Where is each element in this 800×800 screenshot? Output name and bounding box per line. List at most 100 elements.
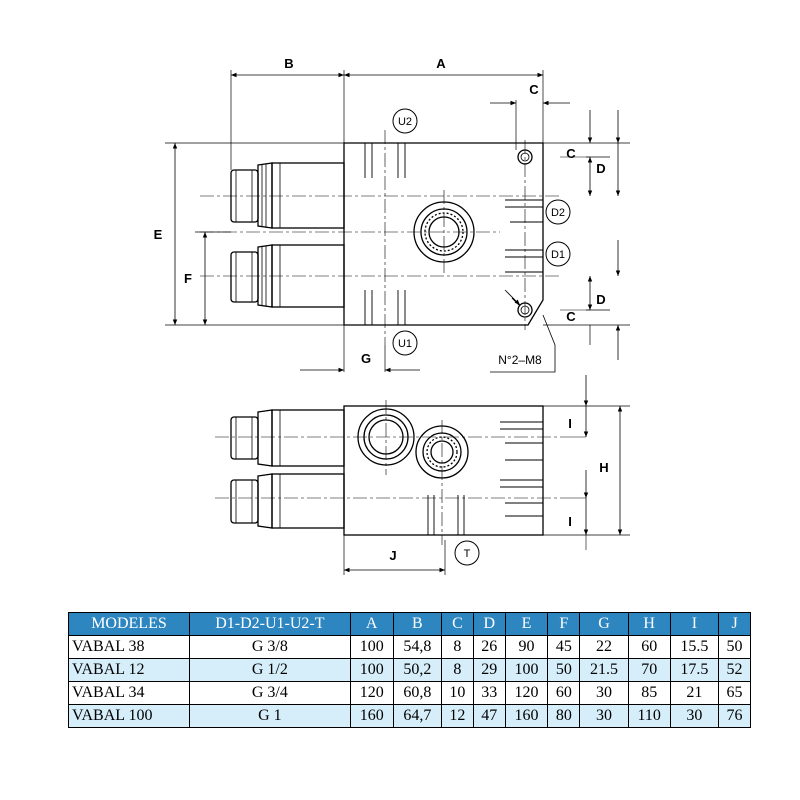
table-cell: 29 <box>472 658 506 682</box>
table-cell: 70 <box>627 658 671 682</box>
table-cell: 60,8 <box>392 681 443 705</box>
dim-label-g: G <box>361 351 371 366</box>
table-row: VABAL 100 G 1 160 64,7 12 47 160 80 30 1… <box>68 704 751 728</box>
port-label-d1: D1 <box>551 249 565 261</box>
table-row: VABAL 12 G 1/2 100 50,2 8 29 100 50 21.5… <box>68 658 751 682</box>
table-cell: VABAL 38 <box>68 635 190 659</box>
table-cell: 45 <box>547 635 581 659</box>
dim-label-i: I <box>568 514 572 529</box>
table-cell: 65 <box>718 681 751 705</box>
dim-label-c: C <box>566 146 576 161</box>
col-header-c: C <box>441 612 474 636</box>
table-cell: 90 <box>504 635 549 659</box>
col-header-modeles: MODELES <box>68 612 190 636</box>
table-cell: 120 <box>504 681 549 705</box>
dim-label-h: H <box>599 460 608 475</box>
table-cell: 54,8 <box>392 635 443 659</box>
table-cell: 17.5 <box>669 658 720 682</box>
extension-lines <box>165 70 630 372</box>
table-cell: 85 <box>627 681 671 705</box>
col-header-i: I <box>669 612 720 636</box>
port-label-u1: U1 <box>398 338 412 350</box>
valve-block-side <box>343 405 544 536</box>
col-header-ports: D1-D2-U1-U2-T <box>188 612 351 636</box>
table-cell: G 1/2 <box>188 658 351 682</box>
side-extension-lines <box>343 405 630 575</box>
table-cell: 22 <box>579 635 629 659</box>
side-centre-lines <box>215 400 560 545</box>
col-header-f: F <box>547 612 581 636</box>
table-cell: 15.5 <box>669 635 720 659</box>
col-header-e: E <box>504 612 549 636</box>
side-bores <box>357 408 469 479</box>
dim-label-d: D <box>596 161 605 176</box>
dim-label-d: D <box>596 292 605 307</box>
table-cell: 12 <box>441 704 474 728</box>
col-header-d: D <box>472 612 506 636</box>
table-cell: 26 <box>472 635 506 659</box>
table-cell: 30 <box>669 704 720 728</box>
table-cell: 160 <box>349 704 394 728</box>
table-cell: 100 <box>349 635 394 659</box>
port-t-icon <box>454 540 480 566</box>
port-label-t: T <box>464 548 471 560</box>
table-cell: 47 <box>472 704 506 728</box>
table-cell: 21 <box>669 681 720 705</box>
table-cell: 52 <box>718 658 751 682</box>
spec-table: MODELES D1-D2-U1-U2-T A B C D E F G H I … <box>68 612 751 728</box>
dim-label-a: A <box>436 56 446 71</box>
table-cell: 100 <box>504 658 549 682</box>
table-cell: 10 <box>441 681 474 705</box>
port-label-u2: U2 <box>398 116 412 128</box>
col-header-h: H <box>627 612 671 636</box>
table-cell: 50 <box>718 635 751 659</box>
col-header-g: G <box>579 612 629 636</box>
side-hidden-bores <box>427 421 543 535</box>
table-cell: 30 <box>579 681 629 705</box>
table-row: VABAL 34 G 3/4 120 60,8 10 33 120 60 30 … <box>68 681 751 705</box>
col-header-a: A <box>349 612 394 636</box>
table-cell: 60 <box>627 635 671 659</box>
table-header-row: MODELES D1-D2-U1-U2-T A B C D E F G H I … <box>68 612 751 636</box>
col-header-j: J <box>718 612 751 636</box>
table-cell: 50 <box>547 658 581 682</box>
table-cell: 110 <box>627 704 671 728</box>
table-cell: 100 <box>349 658 394 682</box>
side-cartridge-upper <box>230 409 345 467</box>
port-u1-icon <box>392 330 418 356</box>
table-cell: 33 <box>472 681 506 705</box>
technical-drawing: B A C C D E F D C G I H I J U2 U1 D2 D1 … <box>154 56 630 575</box>
dimension-lines <box>172 72 621 373</box>
table-cell: 8 <box>441 658 474 682</box>
table-cell: 76 <box>718 704 751 728</box>
dim-label-f: F <box>184 271 192 286</box>
port-label-d2: D2 <box>551 207 565 219</box>
table-cell: G 3/4 <box>188 681 351 705</box>
hidden-bores <box>364 143 543 325</box>
table-cell: VABAL 34 <box>68 681 190 705</box>
table-cell: 60 <box>547 681 581 705</box>
table-cell: G 1 <box>188 704 351 728</box>
table-cell: 8 <box>441 635 474 659</box>
mounting-note: N°2–M8 <box>498 353 542 367</box>
table-cell: 120 <box>349 681 394 705</box>
side-view <box>215 375 630 575</box>
dim-label-c: C <box>529 82 539 97</box>
table-cell: VABAL 12 <box>68 658 190 682</box>
note-leader <box>490 314 556 373</box>
top-view <box>165 70 630 373</box>
side-dimension-lines <box>344 375 623 573</box>
port-d1-icon <box>545 241 571 267</box>
dim-label-e: E <box>154 227 163 242</box>
col-header-b: B <box>392 612 443 636</box>
table-cell: 30 <box>579 704 629 728</box>
centre-lines <box>200 130 560 345</box>
cartridge-upper <box>230 162 345 229</box>
table-cell: VABAL 100 <box>68 704 190 728</box>
port-u2-icon <box>392 108 418 134</box>
table-cell: 80 <box>547 704 581 728</box>
table-cell: 160 <box>504 704 549 728</box>
table-row: VABAL 38 G 3/8 100 54,8 8 26 90 45 22 60… <box>68 635 751 659</box>
dim-label-j: J <box>389 548 396 563</box>
dim-label-i: I <box>568 416 572 431</box>
